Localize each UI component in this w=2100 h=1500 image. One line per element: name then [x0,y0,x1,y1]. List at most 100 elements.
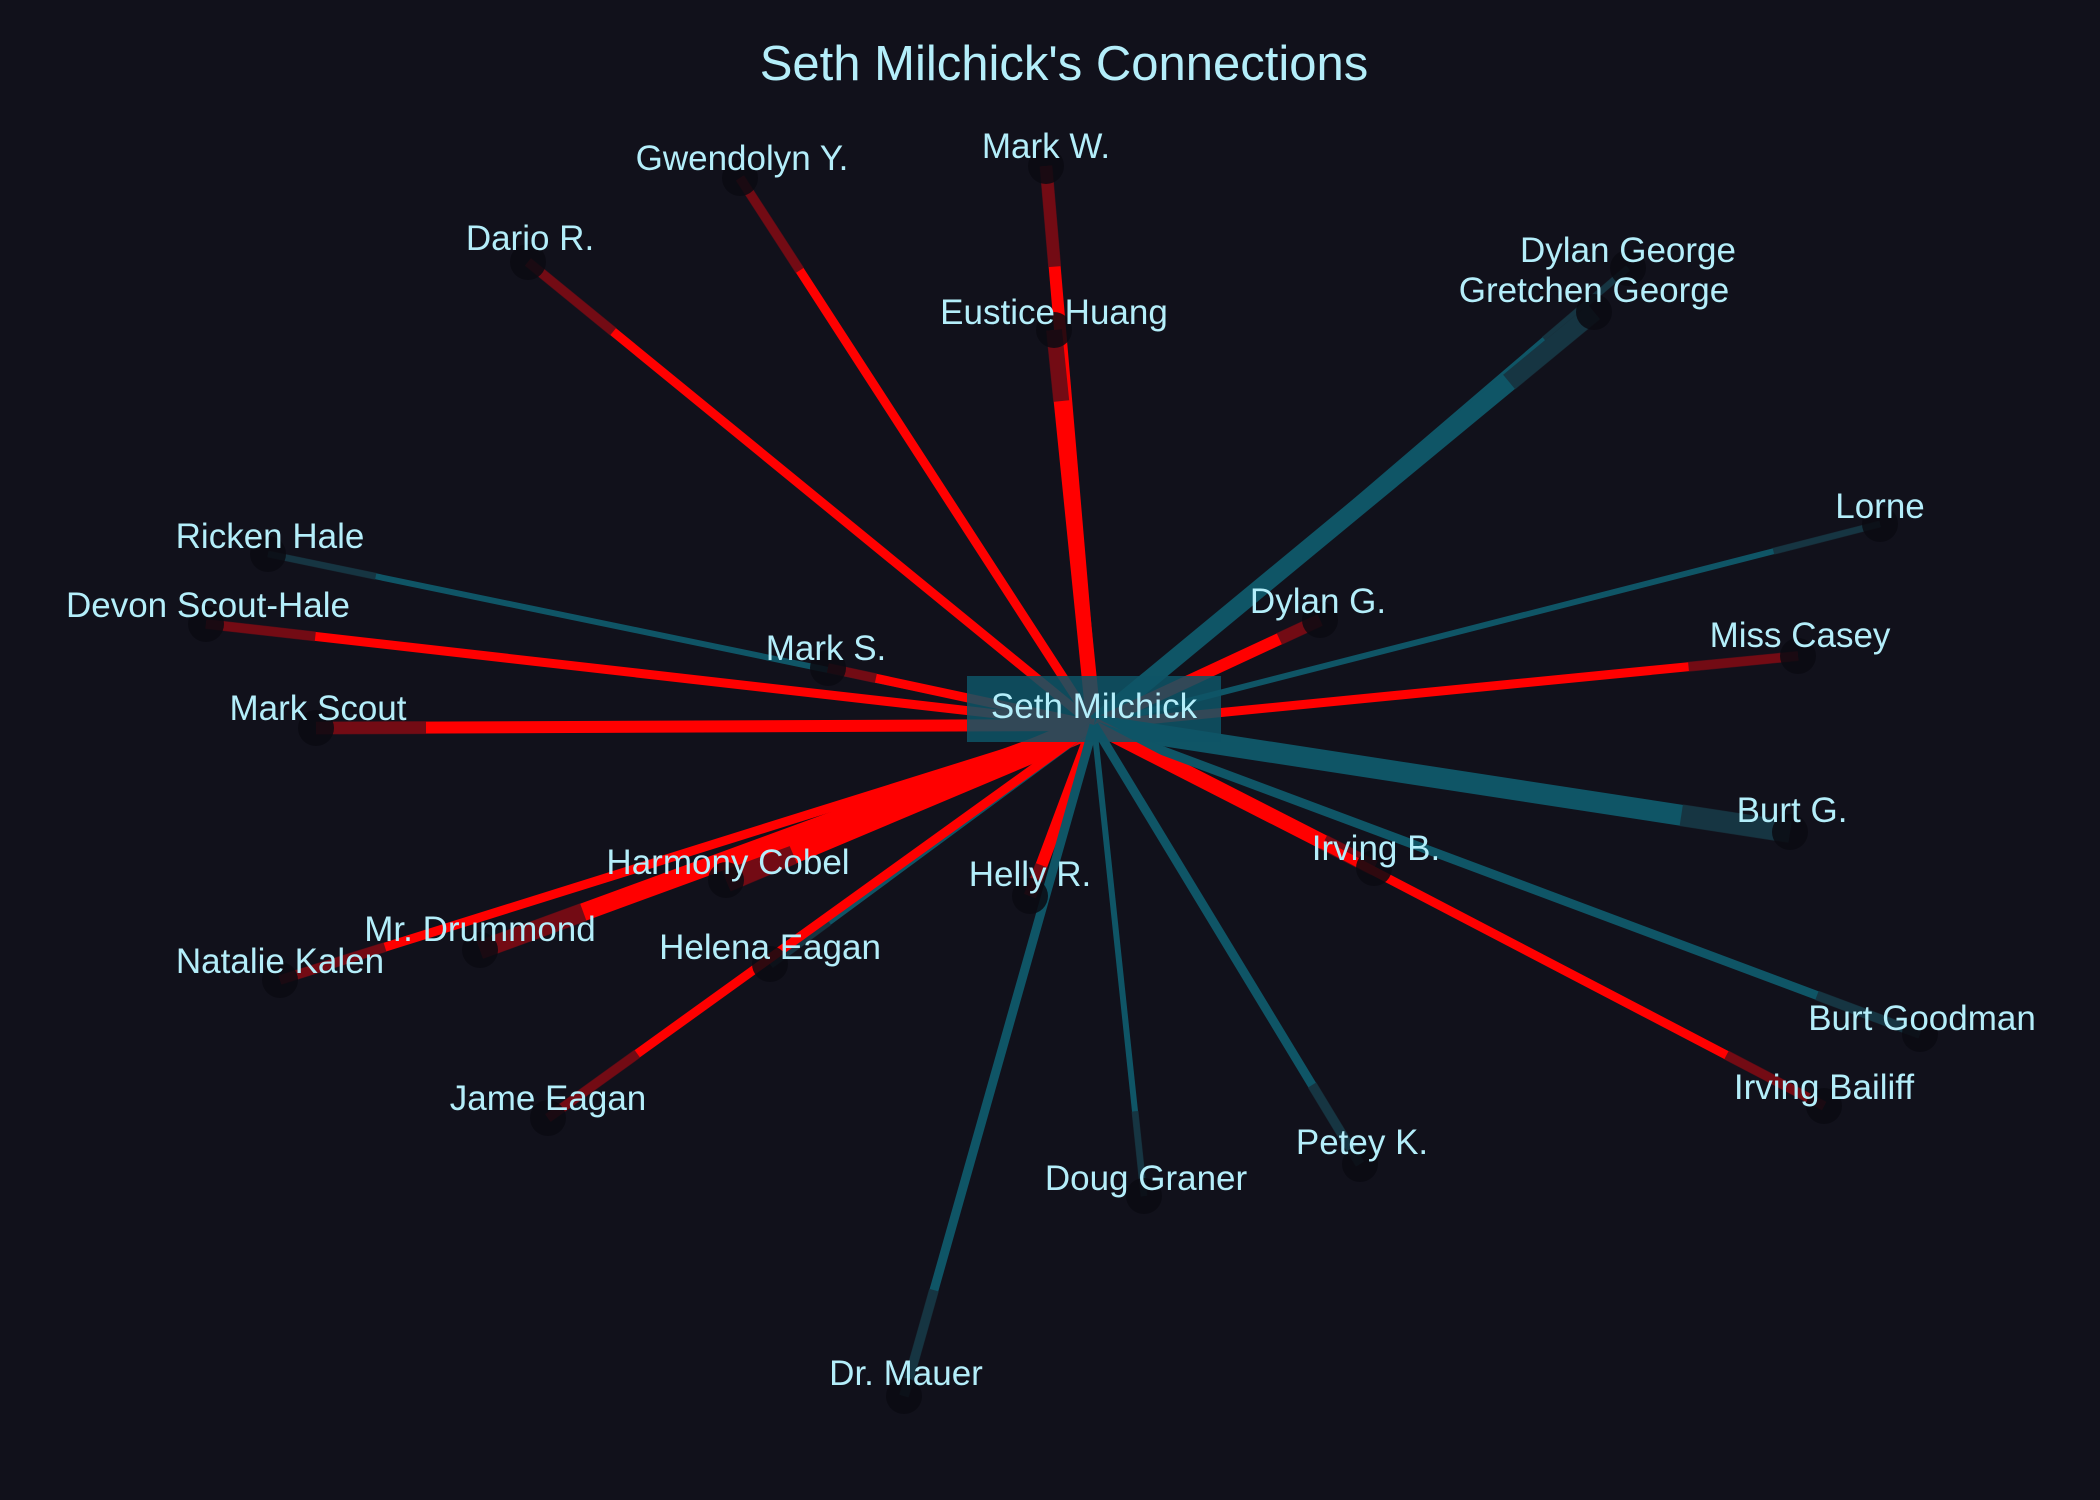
node-devon-scout-hale: Devon Scout-Hale [66,586,350,642]
node-marker-dario-r [510,244,546,280]
node-label-mr-drummond: Mr. Drummond [364,910,595,949]
node-helly-r: Helly R. [969,855,1092,914]
node-label-eustice-huang: Eustice Huang [940,293,1168,332]
edge-end-miss-casey [1688,651,1799,672]
edge-end-jame-eagan [545,1049,641,1123]
node-marker-helena-eagan [752,946,788,982]
node-label-burt-goodman: Burt Goodman [1808,999,2036,1038]
node-mark-w: Mark W. [982,127,1110,184]
edge-end-gretchen-george [1503,304,1601,390]
node-marker-petey-k [1342,1146,1378,1182]
edge-devon-scout-hale [205,619,1095,730]
edge-end-ricken-hale [267,550,377,580]
node-marker-burt-goodman [1902,1016,1938,1052]
node-marker-mark-scout [298,710,334,746]
node-lorne: Lorne [1835,487,1925,542]
edge-end-natalie-kalen [278,942,387,985]
node-label-doug-graner: Doug Graner [1045,1159,1248,1198]
node-marker-gwendolyn-y [722,160,758,196]
node-marker-dylan-g [1302,602,1338,638]
node-marker-harmony-cobel [708,862,744,898]
node-burt-goodman: Burt Goodman [1808,999,2036,1052]
edge-burt-goodman [1092,720,1922,1039]
node-gretchen-george: Gretchen George [1459,271,1729,330]
node-label-petey-k: Petey K. [1296,1123,1428,1162]
node-helena-eagan: Helena Eagan [659,928,881,982]
node-mark-s: Mark S. [766,629,887,686]
edge-lorne [1093,521,1881,728]
edge-dario-r [525,258,1097,729]
node-natalie-kalen: Natalie Kalen [176,942,384,998]
node-label-dr-mauer: Dr. Mauer [829,1354,983,1393]
node-label-ricken-hale: Ricken Hale [176,517,365,556]
node-marker-doug-graner [1126,1178,1162,1214]
edge-mark-scout [315,719,1095,734]
node-label-gwendolyn-y: Gwendolyn Y. [636,139,849,178]
nodes-layer: Mark W. Gwendolyn Y. Dario R. Eustice Huang… [66,127,2036,1414]
node-marker-jame-eagan [530,1100,566,1136]
edges-layer [205,165,1922,1398]
edge-end-lorne [1772,520,1881,555]
node-marker-dylan-george [1610,250,1646,286]
node-irving-bailiff: Irving Bailiff [1734,1068,1915,1124]
node-label-harmony-cobel: Harmony Cobel [606,843,849,882]
edge-end-dario-r [524,258,617,336]
node-marker-mr-drummond [462,932,498,968]
node-marker-miss-casey [1780,638,1816,674]
edge-burt-g [1092,714,1792,843]
node-eustice-huang: Eustice Huang [940,293,1168,348]
node-label-miss-casey: Miss Casey [1710,616,1891,655]
node-ricken-hale: Ricken Hale [176,517,365,572]
node-jame-eagan: Jame Eagan [450,1079,647,1136]
node-marker-eustice-huang [1036,312,1072,348]
edge-irving-bailiff [1091,721,1827,1110]
node-label-devon-scout-hale: Devon Scout-Hale [66,586,350,625]
center-node-label: Seth Milchick [991,687,1198,726]
node-marker-dr-mauer [886,1378,922,1414]
node-petey-k: Petey K. [1296,1123,1428,1182]
node-dylan-g: Dylan G. [1250,582,1386,638]
node-label-mark-s: Mark S. [766,629,887,668]
edge-end-burt-g [1679,804,1792,843]
edge-end-burt-goodman [1815,990,1922,1039]
node-marker-helly-r [1012,878,1048,914]
node-gwendolyn-y: Gwendolyn Y. [636,139,849,196]
node-marker-gretchen-george [1576,294,1612,330]
edge-jame-eagan [545,721,1097,1122]
node-burt-g: Burt G. [1737,791,1848,850]
node-label-dylan-g: Dylan G. [1250,582,1386,621]
node-marker-ricken-hale [250,536,286,572]
node-dario-r: Dario R. [466,219,594,280]
node-marker-irving-bailiff [1806,1088,1842,1124]
edge-natalie-kalen [278,720,1096,985]
edge-end-dr-mauer [899,1288,939,1398]
node-harmony-cobel: Harmony Cobel [606,843,850,898]
node-marker-mark-w [1028,148,1064,184]
node-irving-b: Irving B. [1312,829,1440,886]
node-dr-mauer: Dr. Mauer [829,1354,983,1414]
node-label-lorne: Lorne [1835,487,1925,526]
edge-end-devon-scout-hale [205,619,316,642]
node-label-burt-g: Burt G. [1737,791,1848,830]
diagram-title: Seth Milchick's Connections [760,37,1369,91]
node-marker-lorne [1862,506,1898,542]
edge-end-gwendolyn-y [735,175,804,274]
node-label-dario-r: Dario R. [466,219,594,258]
node-marker-burt-g [1772,814,1808,850]
node-label-helena-eagan: Helena Eagan [659,928,881,967]
node-label-natalie-kalen: Natalie Kalen [176,942,384,981]
edge-end-mr-drummond [476,903,587,959]
edge-end-irving-bailiff [1724,1050,1827,1111]
node-label-helly-r: Helly R. [969,855,1092,894]
node-miss-casey: Miss Casey [1710,616,1891,674]
node-label-irving-bailiff: Irving Bailiff [1734,1068,1915,1107]
node-label-mark-w: Mark W. [982,127,1110,166]
node-marker-irving-b [1356,850,1392,886]
node-label-jame-eagan: Jame Eagan [450,1079,647,1118]
node-mr-drummond: Mr. Drummond [364,910,596,968]
node-marker-natalie-kalen [262,962,298,998]
node-label-mark-scout: Mark Scout [230,689,407,728]
node-marker-devon-scout-hale [188,606,224,642]
